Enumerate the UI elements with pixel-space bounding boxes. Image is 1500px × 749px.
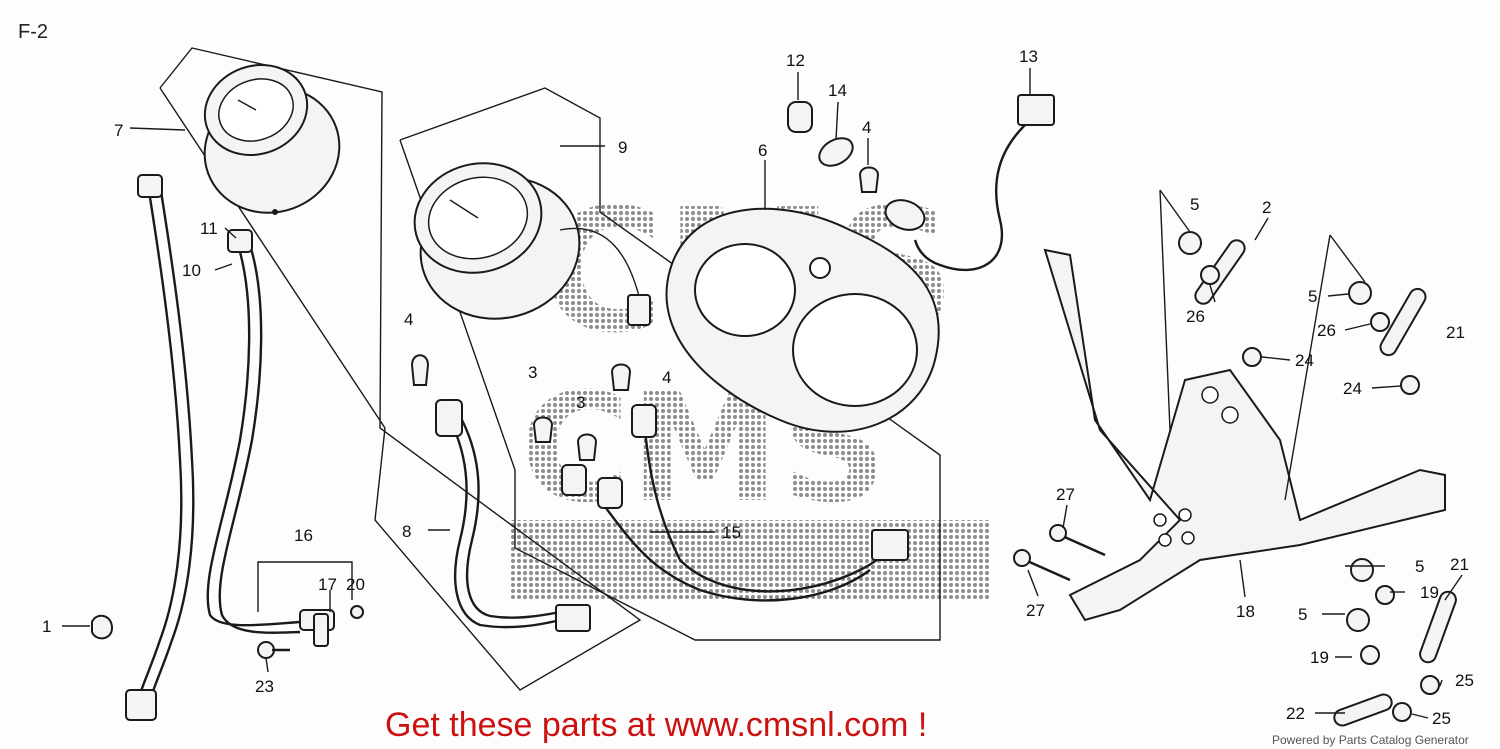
bulb-parts [410,166,880,461]
page-code: F-2 [18,21,48,43]
callout-24-upper: 24 [1295,351,1314,370]
bolts-27 [1013,524,1106,582]
wire-harness [435,399,591,632]
promo-link-text[interactable]: Get these parts at www.cmsnl.com ! [385,706,927,744]
leader-lines [62,68,1463,719]
callout-27-upper: 27 [1056,485,1075,504]
callout-5-a: 5 [1190,195,1199,214]
bolt-23 [257,641,290,659]
credit-text: Powered by Parts Catalog Generator [1272,733,1469,747]
callout-19-right: 19 [1420,583,1439,602]
callout-3-lower: 3 [576,393,585,412]
callout-24-lower: 24 [1343,379,1362,398]
callout-27-lower: 27 [1026,601,1045,620]
callout-3-upper: 3 [528,363,537,382]
group-outline-center [399,87,941,641]
speedometer-unit [413,162,651,326]
callout-26-right: 26 [1317,321,1336,340]
callout-7: 7 [114,121,123,140]
gear-box-assembly [299,605,364,647]
callout-2: 2 [1262,198,1271,217]
meter-stay [1043,248,1446,622]
callout-4-center: 4 [662,368,671,387]
callout-8: 8 [402,522,411,541]
callout-15: 15 [722,523,741,542]
group-outline-left [159,47,642,691]
callout-20: 20 [346,575,365,594]
callout-4-top: 4 [862,118,871,137]
callout-23: 23 [255,677,274,696]
callout-labels: 1 2 3 3 4 4 4 5 5 5 5 6 7 8 9 10 11 12 1… [42,47,1474,728]
callout-26-left: 26 [1186,307,1205,326]
nuts-and-washers [1178,231,1440,722]
callout-12: 12 [786,51,805,70]
tachometer-cable [206,229,301,634]
callout-21-lower: 21 [1450,555,1469,574]
callout-5-d: 5 [1298,605,1307,624]
callout-14: 14 [828,81,847,100]
callout-17: 17 [318,575,337,594]
callout-1: 1 [42,617,51,636]
callout-25-lower: 25 [1432,709,1451,728]
callout-5-c: 5 [1415,557,1424,576]
indicator-harness [561,404,909,602]
callout-4-left: 4 [404,310,413,329]
callout-6: 6 [758,141,767,160]
speedometer-cable [125,174,195,721]
callout-19-left: 19 [1310,648,1329,667]
callout-25-upper: 25 [1455,671,1474,690]
callout-11: 11 [200,219,218,238]
grommet-and-socket [787,101,926,231]
watermark-band [510,520,990,600]
callout-5-b: 5 [1308,287,1317,306]
indicator-wire-13 [913,94,1055,272]
callout-16: 16 [294,526,313,545]
callout-13: 13 [1019,47,1038,66]
tachometer-unit [203,63,341,215]
callout-18: 18 [1236,602,1255,621]
callout-10: 10 [182,261,201,280]
callout-9: 9 [618,138,627,157]
hose-clamp [91,614,114,640]
callout-22: 22 [1286,704,1305,723]
callout-21-upper: 21 [1446,323,1465,342]
meter-cover [665,207,940,433]
